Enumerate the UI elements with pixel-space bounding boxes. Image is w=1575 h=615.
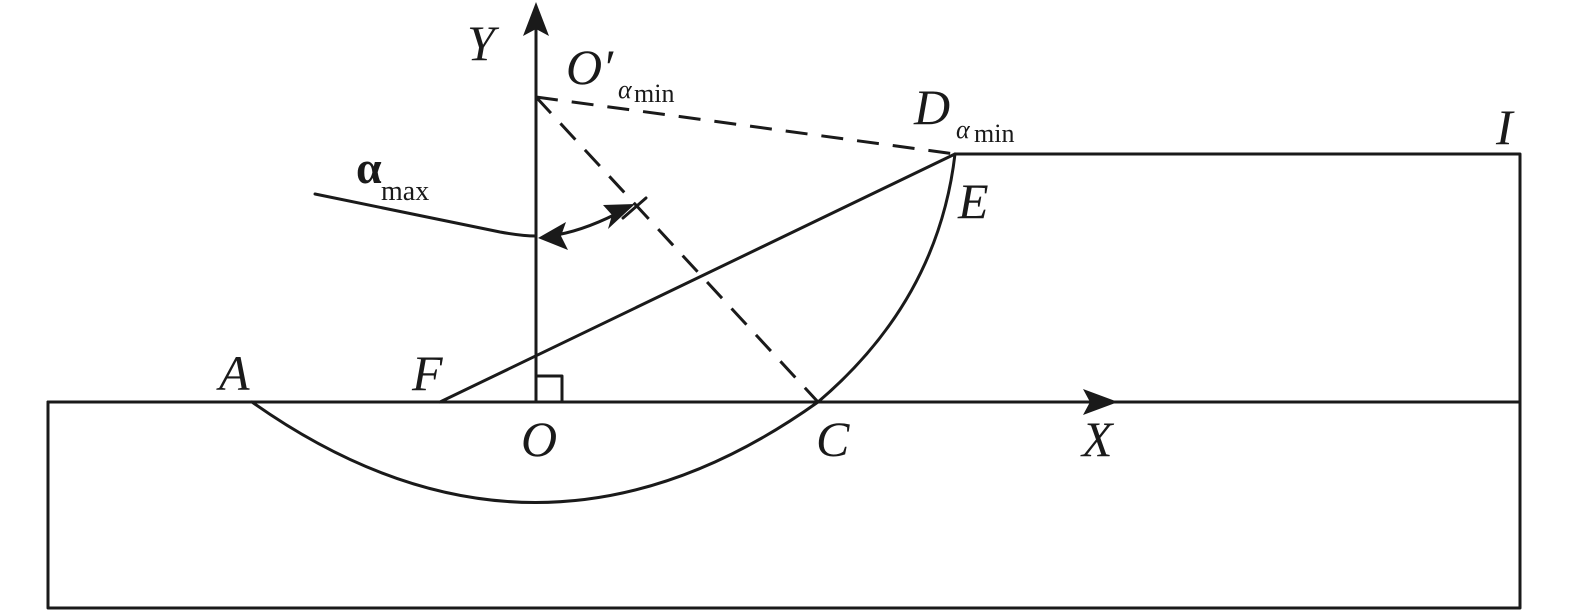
point-label-O: O: [521, 411, 557, 467]
point-label-D: D: [913, 79, 950, 135]
axis-label-Y: Y: [467, 15, 500, 71]
radius-O-prime-to-C: [534, 95, 820, 404]
point-label-I: I: [1495, 99, 1515, 155]
angle-arc-arrowhead-left: [538, 222, 568, 250]
y-axis-arrowhead: [523, 2, 549, 36]
D-subscript-min: min: [974, 119, 1014, 148]
alpha-max-subscript: max: [381, 176, 429, 207]
point-label-F: F: [411, 345, 443, 401]
point-label-O-prime: O′: [566, 39, 614, 95]
slip-arc-lower: [250, 400, 820, 504]
angle-arc-arrowhead-right: [603, 204, 635, 229]
x-axis-arrowhead: [1083, 389, 1118, 415]
axis-label-X: X: [1080, 411, 1115, 467]
D-subscript-alpha: α: [956, 115, 971, 144]
right-angle-marker: [534, 374, 564, 404]
alpha-max-leader: [313, 192, 538, 238]
ground-outline: [46, 152, 1522, 610]
radius-O-prime-to-D: [535, 95, 956, 156]
point-label-C: C: [816, 411, 850, 467]
point-label-A: A: [216, 345, 250, 401]
point-label-E: E: [957, 173, 989, 229]
chord-FD: [438, 152, 957, 404]
slip-arc-upper: [816, 152, 957, 404]
radius-tick: [621, 196, 648, 220]
O-prime-subscript-min: min: [634, 79, 674, 108]
alpha-max-symbol: α: [356, 142, 382, 193]
O-prime-subscript-alpha: α: [618, 75, 633, 104]
